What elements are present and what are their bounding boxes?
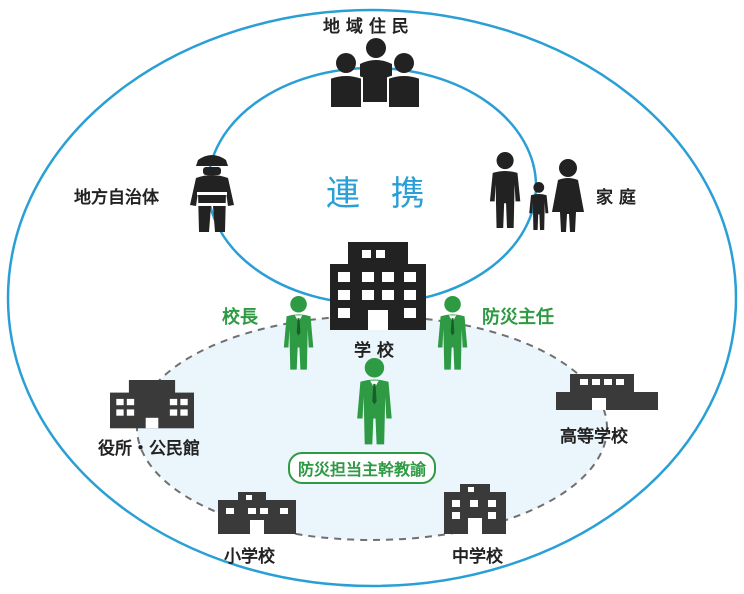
outer-ring [6, 8, 738, 588]
local-government-label: 地方自治体 [74, 188, 159, 208]
school-label: 学 校 [354, 341, 394, 361]
elementary-school-building-icon [218, 492, 296, 534]
disaster-manager-label: 防災主任 [482, 307, 554, 328]
junior-high-label: 中学校 [452, 547, 503, 567]
family-label: 家 庭 [596, 188, 636, 208]
collaboration-label: 連 携 [326, 174, 435, 214]
elementary-school-label: 小学校 [224, 547, 275, 567]
school-building-icon [330, 242, 426, 330]
firefighter-icon [190, 155, 234, 232]
high-school-label: 高等学校 [560, 427, 628, 447]
principal-label: 校長 [222, 307, 258, 328]
city-hall-label: 役所・公民館 [98, 439, 200, 459]
community-label: 地 域 住 民 [323, 17, 409, 37]
junior-high-building-icon [444, 484, 506, 534]
coordinator-badge: 防災担当主幹教諭 [288, 452, 437, 484]
family-icon [489, 152, 584, 232]
community-icon [329, 38, 421, 109]
high-school-building-icon [556, 374, 658, 410]
